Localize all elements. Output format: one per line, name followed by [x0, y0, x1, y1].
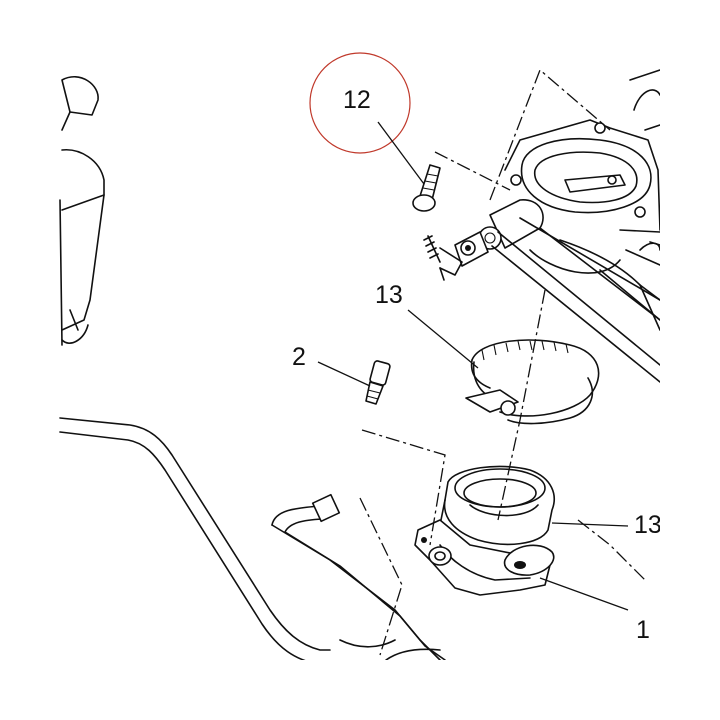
alignment-lines: [359, 68, 646, 656]
bottom-crop: [0, 660, 720, 720]
label-part-12: 12: [343, 86, 371, 114]
reservoir-canister: [59, 75, 105, 346]
highlight-circle: [309, 52, 411, 154]
right-crop: [660, 0, 720, 720]
label-part-13-top: 13: [375, 281, 403, 309]
screw-12: [412, 164, 441, 212]
label-part-1: 1: [636, 616, 650, 644]
throttle-linkage: [423, 199, 661, 383]
hose-clamp-13: [465, 339, 600, 425]
throttle-body-assembly: [414, 465, 555, 596]
fuel-pipe: [59, 417, 446, 665]
bolt-2: [365, 360, 391, 405]
intake-manifold: [504, 69, 661, 331]
label-part-13-right: 13: [634, 511, 662, 539]
label-part-2: 2: [292, 343, 306, 371]
leader-lines: [317, 121, 629, 611]
